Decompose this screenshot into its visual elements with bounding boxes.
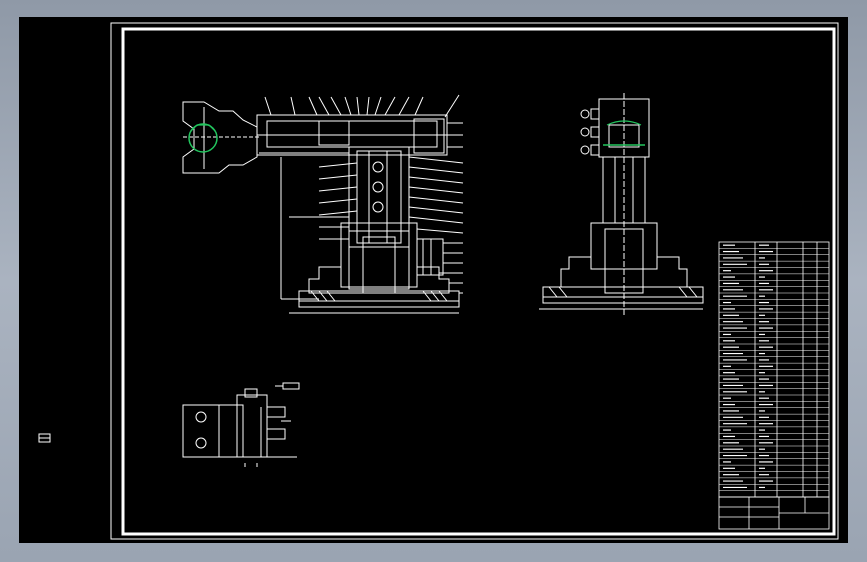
highlight-marks — [190, 124, 216, 132]
cad-viewport[interactable] — [19, 17, 848, 543]
title-block — [718, 496, 830, 530]
sheet-outer-border — [110, 22, 839, 540]
parts-list-rows — [719, 244, 829, 491]
sheet-inner-border — [121, 27, 836, 536]
small-symbol-icon — [38, 433, 51, 443]
side-view — [539, 93, 704, 317]
cad-drawing-canvas[interactable] — [19, 17, 848, 543]
front-section-view — [182, 94, 464, 314]
gripper-bore-highlight — [188, 123, 218, 153]
gripper-detail-view — [182, 382, 300, 467]
